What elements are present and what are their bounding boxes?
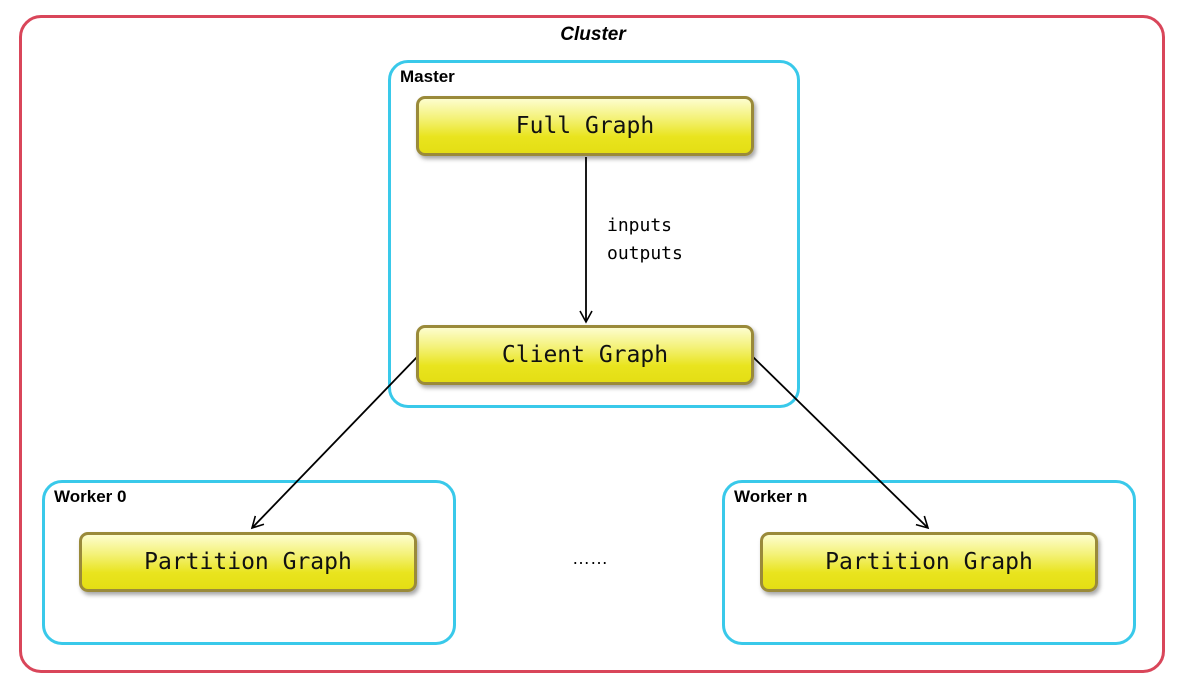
cluster-container <box>19 15 1165 673</box>
edge-label-outputs: outputs <box>607 243 683 264</box>
client-graph-node: Client Graph <box>416 325 754 385</box>
more-workers-ellipsis: …… <box>572 548 608 568</box>
partition-graph-0-node: Partition Graph <box>79 532 417 592</box>
partition-graph-n-node: Partition Graph <box>760 532 1098 592</box>
edge-label-inputs: inputs <box>607 215 673 236</box>
master-group: Master <box>388 60 800 408</box>
worker-0-group: Worker 0 <box>42 480 456 645</box>
worker-n-label: Worker n <box>734 487 808 506</box>
worker-0-label: Worker 0 <box>54 487 127 506</box>
master-label: Master <box>400 67 455 86</box>
cluster-title: Cluster <box>560 24 626 45</box>
full-graph-node: Full Graph <box>416 96 754 156</box>
